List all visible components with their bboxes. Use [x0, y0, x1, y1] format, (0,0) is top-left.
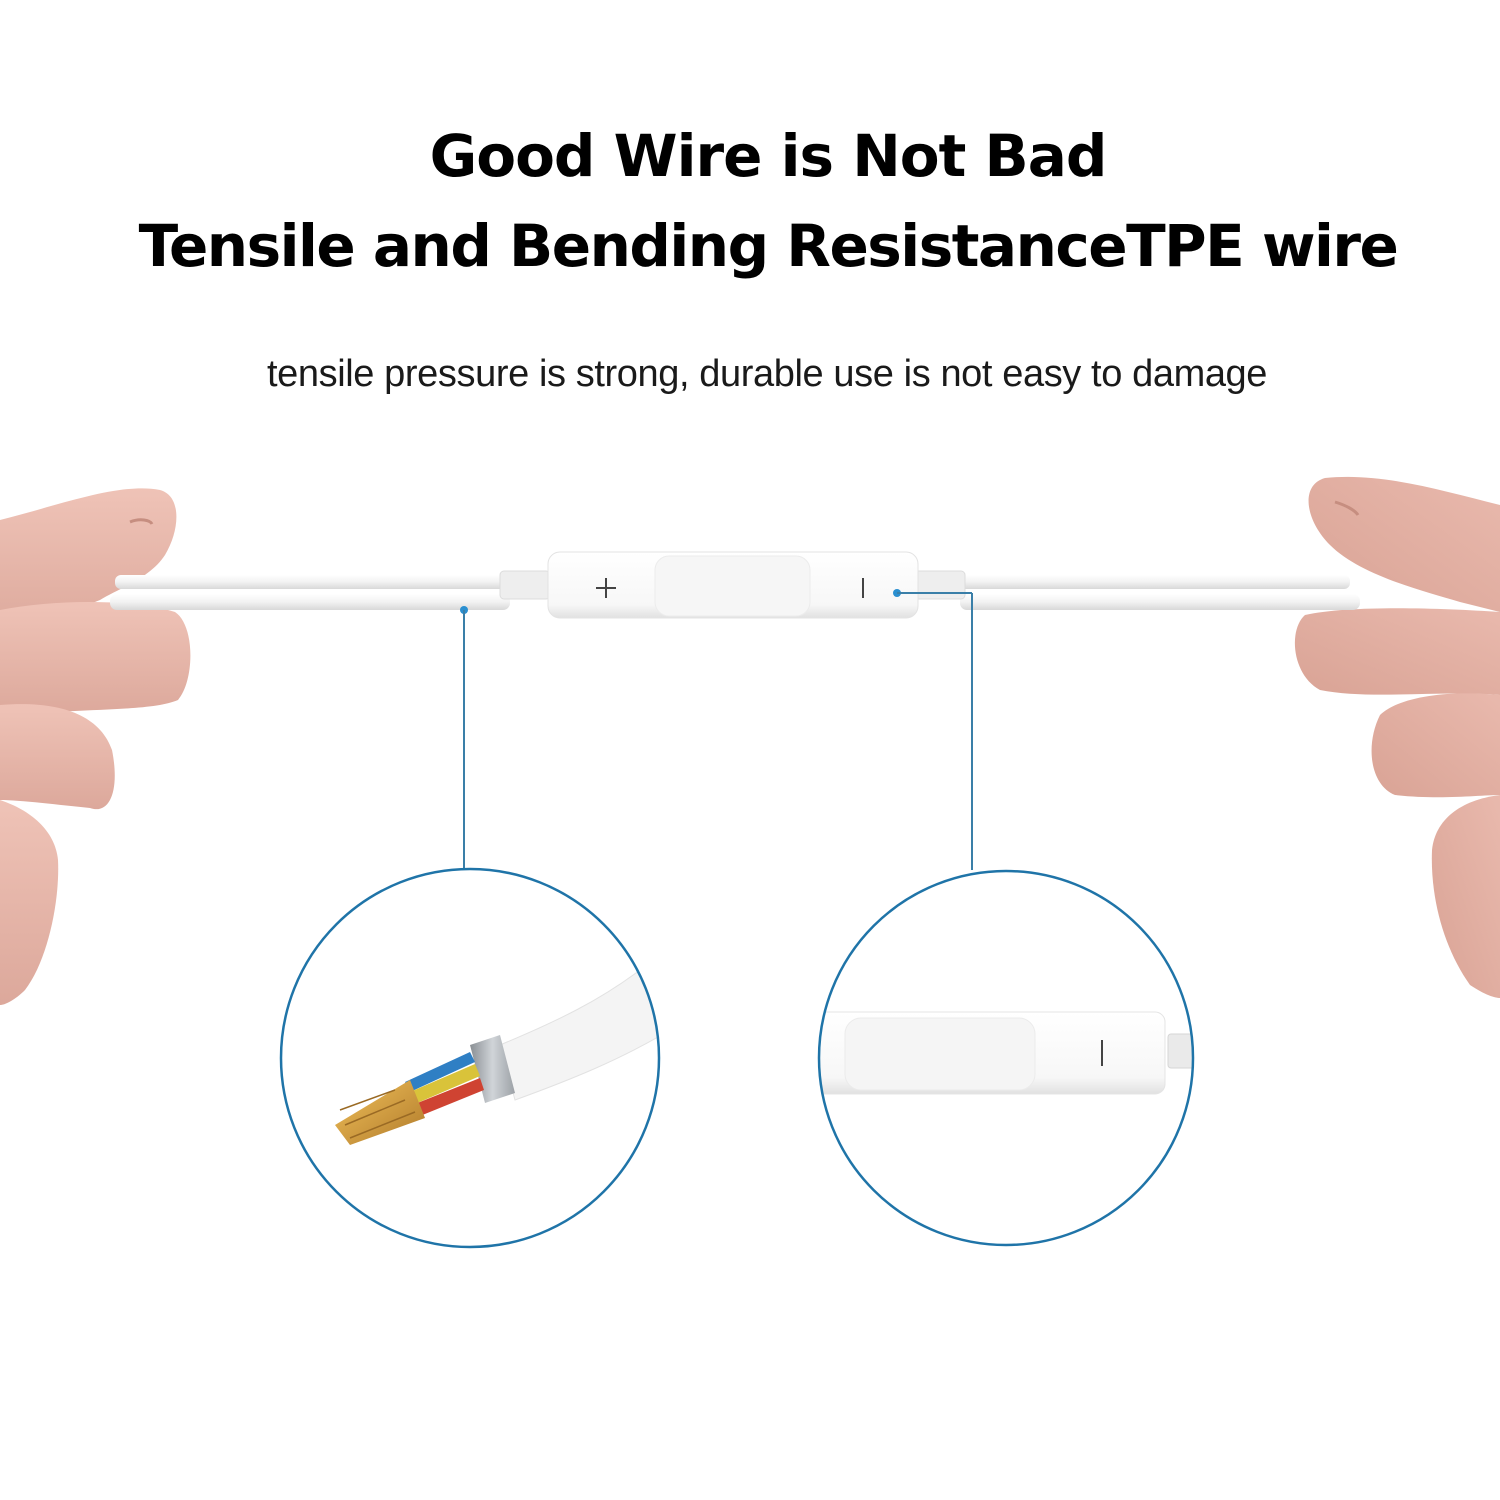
wire-core-detail: [279, 867, 661, 1249]
subtitle: tensile pressure is strong, durable use …: [266, 353, 1268, 395]
headline-line-2: Tensile and Bending ResistanceTPE wire: [138, 212, 1399, 280]
callout-line-right: [893, 589, 973, 870]
right-hand-image: [1294, 476, 1500, 998]
inline-remote: [547, 551, 919, 619]
cable: [110, 570, 1360, 610]
remote-connector-detail: [817, 869, 1195, 1247]
callout-line-left: [460, 606, 468, 869]
headline-line-1: Good Wire is Not Bad: [429, 122, 1108, 190]
volume-up-icon: [596, 578, 616, 598]
left-hand-image: [0, 488, 191, 1005]
